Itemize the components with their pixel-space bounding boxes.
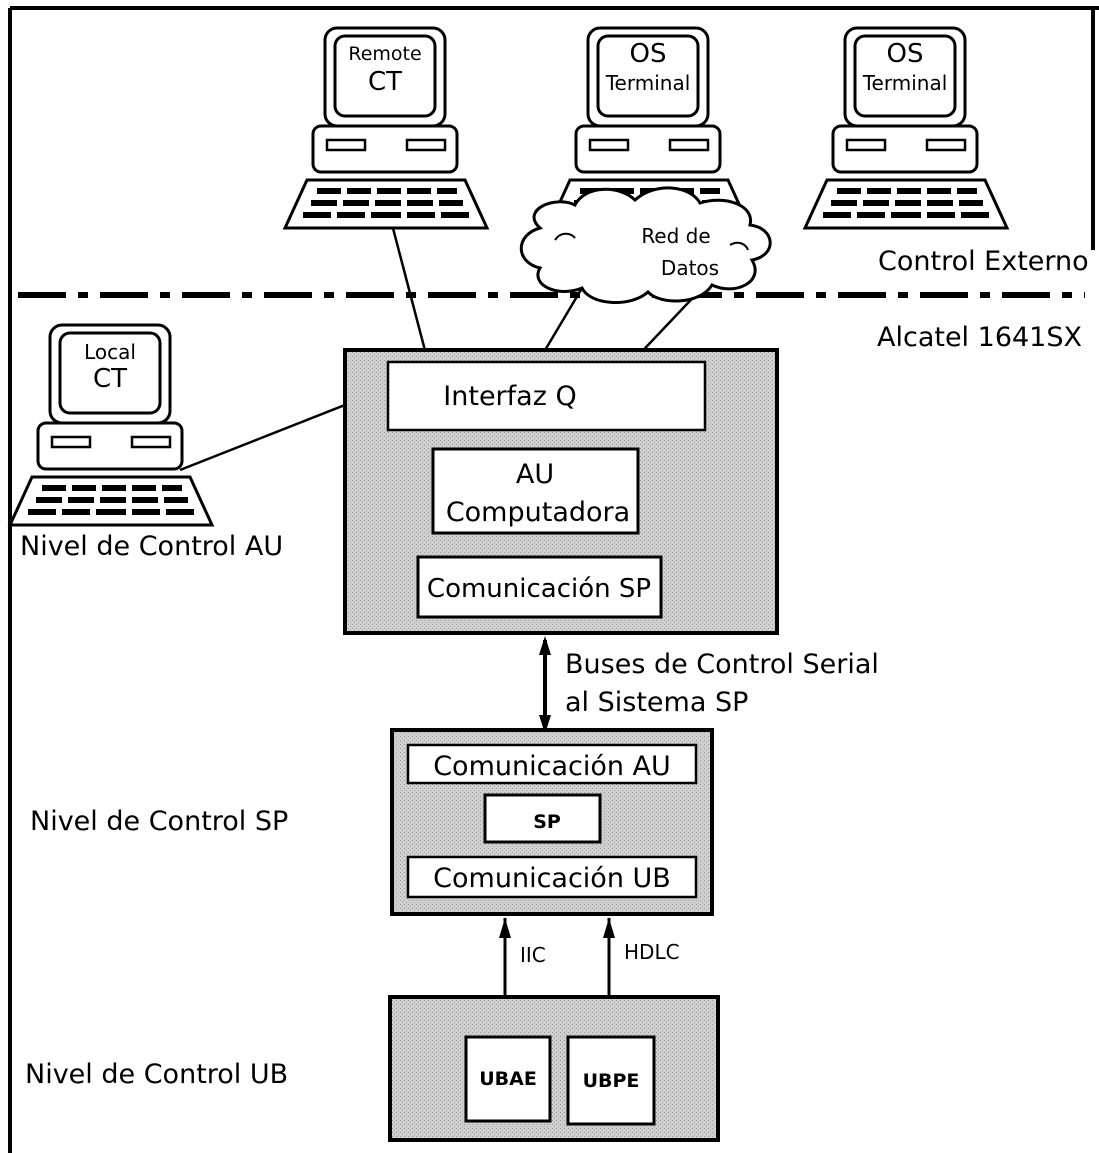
system-label: Alcatel 1641SX <box>877 322 1082 353</box>
terminal-label: CT <box>368 67 402 97</box>
level-sp-label: Nivel de Control SP <box>30 806 288 837</box>
level-au-label: Nivel de Control AU <box>20 531 283 562</box>
data-network-cloud: Red de Datos <box>519 186 772 304</box>
sp-label: SP <box>533 811 561 833</box>
terminal-label: CT <box>93 364 127 394</box>
ubae-box <box>464 1035 552 1123</box>
hdlc-label: HDLC <box>624 940 680 964</box>
network-label: Datos <box>661 256 719 280</box>
sp-control-box: Comunicación AU SP Comunicación UB <box>390 728 714 916</box>
sp-box <box>483 793 602 844</box>
bus-label: al Sistema SP <box>565 687 748 718</box>
terminal-label: Terminal <box>862 71 948 95</box>
serial-bus-arrow <box>539 636 551 734</box>
au-computer-label: AU <box>516 459 554 490</box>
network-label: Red de <box>641 224 710 248</box>
os-terminal-2: OS Terminal <box>803 26 1009 230</box>
au-computer-label: Computadora <box>446 497 630 528</box>
sp-comm-label: Comunicación SP <box>427 574 651 604</box>
ubpe-label: UBPE <box>583 1070 640 1092</box>
ub-comm-label: Comunicación UB <box>433 863 671 894</box>
os-terminal-1: OS Terminal <box>546 26 752 230</box>
terminal-label: OS <box>630 39 667 69</box>
remote-ct-terminal: Remote CT <box>283 26 489 230</box>
au-comm-box <box>406 743 698 785</box>
ub-control-box: UBAE UBPE <box>388 995 720 1142</box>
ubpe-box <box>566 1035 656 1126</box>
au-comm-label: Comunicación AU <box>433 751 671 782</box>
terminal-label: Remote <box>348 43 421 65</box>
bus-label: Buses de Control Serial <box>565 649 879 680</box>
au-control-box: Interfaz Q AU Computadora Comunicación S… <box>343 348 779 635</box>
terminal-label: Terminal <box>605 71 691 95</box>
q-interface-label: Interfaz Q <box>443 381 576 412</box>
ub-comm-box <box>406 855 698 899</box>
level-ub-label: Nivel de Control UB <box>25 1059 288 1090</box>
iic-label: IIC <box>520 943 546 967</box>
terminal-label: OS <box>887 39 924 69</box>
au-computer-box <box>431 447 640 535</box>
local-ct-terminal: Local CT <box>8 323 214 527</box>
q-interface-box <box>386 360 707 432</box>
ubae-label: UBAE <box>479 1068 537 1090</box>
sp-comm-box <box>416 555 663 619</box>
external-control-label: Control Externo <box>878 246 1089 277</box>
terminal-label: Local <box>84 340 136 364</box>
